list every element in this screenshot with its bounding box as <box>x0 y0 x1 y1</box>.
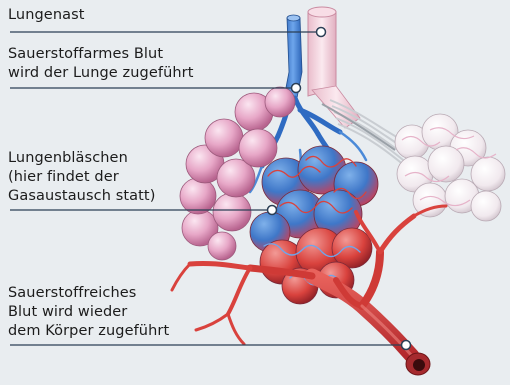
label-alveoli-line-1: Lungenbläschen <box>8 149 155 168</box>
label-deoxygenated-line-1: Sauerstoffarmes Blut <box>8 45 194 64</box>
leader-dot-bronchus <box>317 28 326 37</box>
leader-dot-deoxygenated <box>292 84 301 93</box>
label-alveoli-line-3: Gasaustausch statt) <box>8 187 155 206</box>
label-alveoli: Lungenbläschen (hier findet der Gasausta… <box>8 149 155 206</box>
alveoli-cluster-white <box>395 114 505 221</box>
label-oxygenated-line-3: dem Körper zugeführt <box>8 322 169 341</box>
leader-dot-oxygenated <box>402 341 411 350</box>
label-alveoli-line-2: (hier findet der <box>8 168 155 187</box>
label-deoxygenated-line-2: wird der Lunge zugeführt <box>8 64 194 83</box>
label-deoxygenated-blood: Sauerstoffarmes Blut wird der Lunge zuge… <box>8 45 194 83</box>
label-bronchus-line-1: Lungenast <box>8 6 85 25</box>
vein-opening <box>406 353 430 375</box>
label-bronchus: Lungenast <box>8 6 85 25</box>
label-oxygenated-blood: Sauerstoffreiches Blut wird wieder dem K… <box>8 284 169 341</box>
leader-dot-alveoli <box>268 206 277 215</box>
label-oxygenated-line-1: Sauerstoffreiches <box>8 284 169 303</box>
label-oxygenated-line-2: Blut wird wieder <box>8 303 169 322</box>
